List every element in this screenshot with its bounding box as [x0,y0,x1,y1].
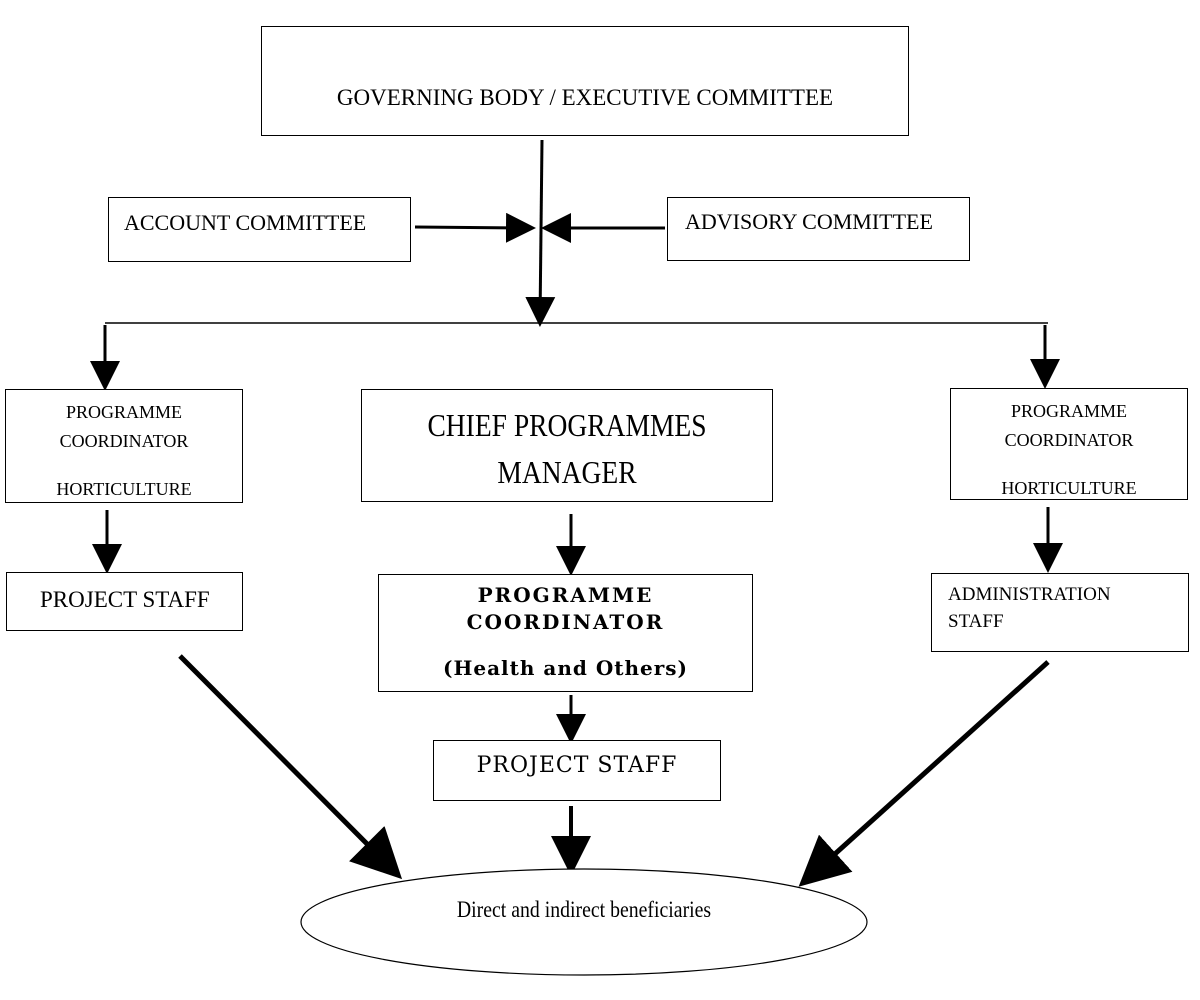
governing-down-connector [525,139,556,327]
chief-programmes-manager-box: CHIEF PROGRAMMES MANAGER [361,389,773,502]
center-programme-coordinator-box: PROGRAMME COORDINATOR (Health and Others… [378,574,753,692]
account-committee-label: ACCOUNT COMMITTEE [124,210,367,235]
beneficiaries-ellipse [300,868,868,976]
chief-manager-line-2: MANAGER [497,454,637,490]
left-beneficiaries-arrow [178,654,403,880]
advisory-committee-label: ADVISORY COMMITTEE [685,209,933,234]
account-committee-box: ACCOUNT COMMITTEE [108,197,411,262]
left-coordinator-line-1: PROGRAMME [65,402,183,422]
right-coordinator-line-3: HORTICULTURE [1001,478,1137,498]
administration-staff-line-1: ADMINISTRATION [948,584,1111,605]
advisory-committee-box: ADVISORY COMMITTEE [667,197,970,261]
left-coordinator-line-3: HORTICULTURE [56,479,192,499]
right-coordinator-line-1: PROGRAMME [1010,401,1128,421]
center-project-staff-box: PROJECT STAFF [433,740,721,801]
left-coordinator-line-2: COORDINATOR [59,431,189,451]
beneficiaries-label: Direct and indirect beneficiaries [456,897,712,922]
right-coordinator-line-2: COORDINATOR [1004,430,1134,450]
center-coordinator-line-1: PROGRAMME [477,583,654,607]
account-committee-arrow [414,212,536,243]
center-project-staff-label: PROJECT STAFF [476,753,678,778]
left-project-staff-label: PROJECT STAFF [40,587,210,612]
center-coordinator-line-3: (Health and Others) [442,656,688,680]
administration-staff-box: ADMINISTRATION STAFF [931,573,1189,652]
governing-body-label: GOVERNING BODY / EXECUTIVE COMMITTEE [336,85,834,110]
right-programme-coordinator-box: PROGRAMME COORDINATOR HORTICULTURE [950,388,1188,500]
governing-body-box: GOVERNING BODY / EXECUTIVE COMMITTEE [261,26,909,136]
left-project-staff-box: PROJECT STAFF [6,572,243,631]
center-coordinator-line-2: COORDINATOR [466,610,665,634]
right-beneficiaries-arrow [798,660,1050,887]
chief-manager-line-1: CHIEF PROGRAMMES [427,407,707,443]
left-programme-coordinator-box: PROGRAMME COORDINATOR HORTICULTURE [5,389,243,503]
administration-staff-line-2: STAFF [948,611,1004,632]
